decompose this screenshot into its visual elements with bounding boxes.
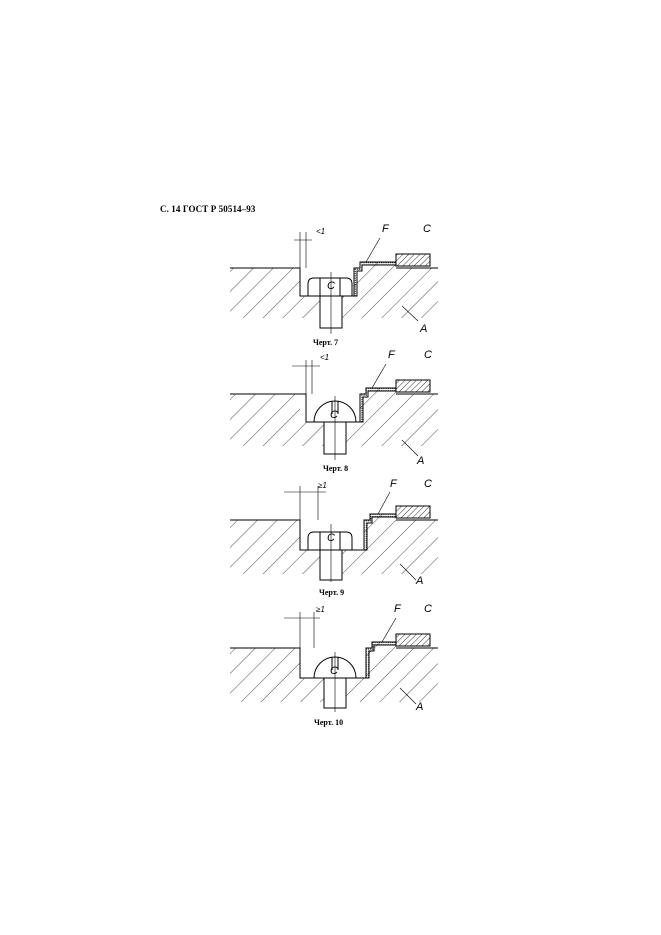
label-c-bolt: C — [327, 280, 335, 292]
figure-10: ≥1 F C C A Черт. 10 — [220, 604, 450, 732]
page-header: С. 14 ГОСТ Р 50514–93 — [160, 204, 256, 214]
figure-10-drawing — [230, 612, 438, 712]
label-f: F — [394, 603, 401, 615]
label-c-top: C — [424, 349, 432, 361]
label-c-top: C — [423, 223, 431, 235]
figure-caption: Черт. 9 — [319, 588, 345, 597]
dimension-label: <1 — [316, 227, 326, 236]
label-a: A — [417, 455, 425, 467]
label-a: A — [416, 575, 424, 587]
figure-9: ≥1 F C C A Черт. 9 — [220, 478, 450, 606]
figure-8-drawing — [230, 360, 438, 460]
label-a: A — [420, 323, 428, 335]
dimension-label: ≥1 — [318, 481, 327, 490]
figure-8: <1 F C C A Черт. 8 — [220, 350, 450, 478]
label-c-bolt: C — [327, 532, 335, 544]
label-c-top: C — [424, 478, 432, 490]
label-c-bolt: C — [330, 409, 338, 421]
label-a: A — [416, 701, 424, 713]
dimension-label: ≥1 — [316, 605, 325, 614]
figure-caption: Черт. 7 — [313, 338, 339, 347]
figure-7: <1 F C C A Черт. 7 — [220, 222, 450, 350]
label-f: F — [390, 478, 397, 490]
label-f: F — [382, 223, 389, 235]
figure-caption: Черт. 10 — [314, 718, 344, 727]
figure-caption: Черт. 8 — [323, 464, 349, 473]
figure-7-drawing — [230, 232, 438, 334]
label-c-top: C — [424, 603, 432, 615]
dimension-label: <1 — [320, 353, 330, 362]
label-c-bolt: C — [330, 665, 338, 677]
label-f: F — [388, 349, 395, 361]
figure-9-drawing — [230, 486, 438, 582]
